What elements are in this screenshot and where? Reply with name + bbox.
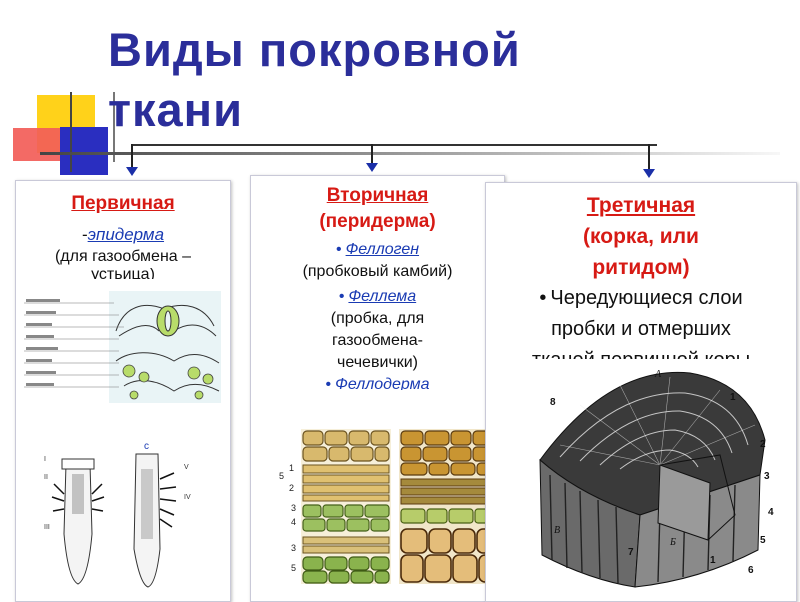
list-item-phellem: Феллема — [251, 286, 504, 308]
phellem-link[interactable]: Феллема — [348, 288, 417, 305]
decor-square-red — [13, 128, 65, 161]
fig-label: 1 — [710, 555, 716, 566]
arrow-down-icon — [366, 144, 378, 172]
micrograph-right — [399, 429, 495, 584]
title-line-2: ткани — [108, 83, 243, 136]
fig-label: 3 — [291, 503, 296, 513]
svg-text:III: III — [44, 524, 50, 531]
heading-line-2: (корка, или — [583, 225, 699, 248]
primary-note-2: устьица) — [91, 268, 155, 279]
fig-label: 5 — [291, 563, 296, 573]
decor-line — [70, 92, 72, 172]
cut-edge — [659, 454, 736, 541]
fig-label: 5 — [279, 471, 284, 481]
fig-label: 2 — [289, 483, 294, 493]
root-hairs-right — [159, 472, 177, 528]
list-item-phellogen: Феллоген — [251, 239, 504, 261]
root-left-top — [61, 458, 95, 470]
dash: - — [81, 225, 88, 244]
panel-secondary-heading: Вторичная (перидерма) — [251, 183, 504, 235]
phellem-note-3: чечевички) — [337, 354, 418, 371]
epidermis-diagram — [24, 291, 221, 403]
slide-title: Виды покровной ткани — [108, 20, 668, 140]
tertiary-bullet-2: пробки и отмерших — [551, 318, 731, 340]
fig-label: 8 — [550, 397, 556, 408]
title-underline — [40, 152, 780, 155]
phellogen-link[interactable]: Феллоген — [345, 241, 420, 258]
fig-label: 4 — [291, 517, 296, 527]
arrow-down-icon — [126, 144, 138, 176]
heading-line-3: ритидом) — [592, 256, 690, 279]
bullet-icon — [326, 376, 336, 390]
chloroplast — [187, 366, 201, 380]
svg-text:I: I — [44, 456, 46, 463]
epidermis-line: -эпидерма — [16, 224, 230, 246]
chloroplast — [122, 364, 136, 378]
fig-label: 6 — [748, 565, 754, 576]
periderm-micrograph: 5 1 2 3 4 3 5 6 1 2 3 — [275, 421, 508, 591]
fig-label: 1 — [730, 392, 736, 403]
cell-wall — [115, 352, 220, 364]
svg-text:с: с — [144, 441, 149, 452]
heading-line-2: (перидерма) — [319, 211, 436, 232]
fig-label: А — [654, 369, 662, 380]
bullet-icon — [339, 288, 349, 305]
fig-label: 3 — [764, 471, 770, 482]
fig-label: 2 — [760, 439, 766, 450]
secondary-list: Феллоген (пробковый камбий) Феллема (про… — [251, 239, 504, 390]
fig-label: 3 — [291, 543, 296, 553]
chloroplast — [194, 390, 204, 400]
phelloderm-link[interactable]: Феллодерма — [335, 376, 430, 390]
phellem-note-2: газообмена- — [332, 332, 423, 349]
cell-wall — [118, 325, 160, 337]
decor-line — [113, 92, 115, 162]
panel-tertiary-heading: Третичная (корка, или ритидом) — [486, 190, 796, 283]
heading-line-1: Вторичная — [326, 185, 429, 206]
fig-label: 5 — [760, 535, 766, 546]
svg-text:IV: IV — [184, 494, 191, 501]
bullet-icon: • — [539, 287, 547, 309]
chloroplast — [138, 371, 150, 383]
panel-primary: Первичная -эпидерма (для газообмена – ус… — [15, 180, 231, 602]
micrograph-left — [301, 429, 391, 584]
fig-label: 1 — [289, 463, 294, 473]
bullet-icon — [336, 241, 346, 258]
tertiary-bullet-1: Чередующиеся слои — [550, 287, 743, 309]
root-hairs-left — [51, 483, 105, 512]
list-item-phelloderm: Феллодерма — [251, 374, 504, 390]
panel-primary-heading: Первичная — [71, 193, 175, 214]
cell-wall — [123, 380, 220, 392]
svg-text:V: V — [184, 464, 189, 471]
decor-square-blue — [60, 127, 108, 175]
label-scribbles — [26, 299, 60, 386]
primary-note: (для газообмена – — [54, 248, 192, 265]
root-right — [133, 453, 161, 588]
tree-connector — [132, 144, 657, 146]
title-line-1: Виды покровной — [108, 23, 521, 76]
svg-text:II: II — [44, 474, 48, 481]
fig-label: Б — [669, 537, 676, 548]
fig-label: В — [554, 525, 560, 536]
fig-label: 4 — [768, 507, 774, 518]
stoma-pore — [164, 310, 172, 332]
phellem-note-1: (пробка, для — [330, 310, 425, 327]
heading-line-1: Третичная — [586, 194, 696, 217]
fig-label: 7 — [628, 547, 634, 558]
chloroplast — [202, 373, 214, 385]
bullet-line-1: •Чередующиеся слои — [486, 283, 796, 314]
epidermis-link[interactable]: эпидерма — [87, 225, 165, 244]
arrow-down-icon — [643, 144, 655, 178]
phellogen-note: (пробковый камбий) — [302, 263, 453, 280]
bark-cross-section-diagram: 8 1 2 3 4 5 6 7 1 А В Б — [520, 365, 780, 597]
tertiary-text: •Чередующиеся слои пробки и отмерших тка… — [486, 283, 796, 359]
tertiary-bullet-3: тканей первичной коры — [486, 345, 796, 359]
root-left — [63, 463, 93, 585]
chloroplast — [129, 390, 139, 400]
